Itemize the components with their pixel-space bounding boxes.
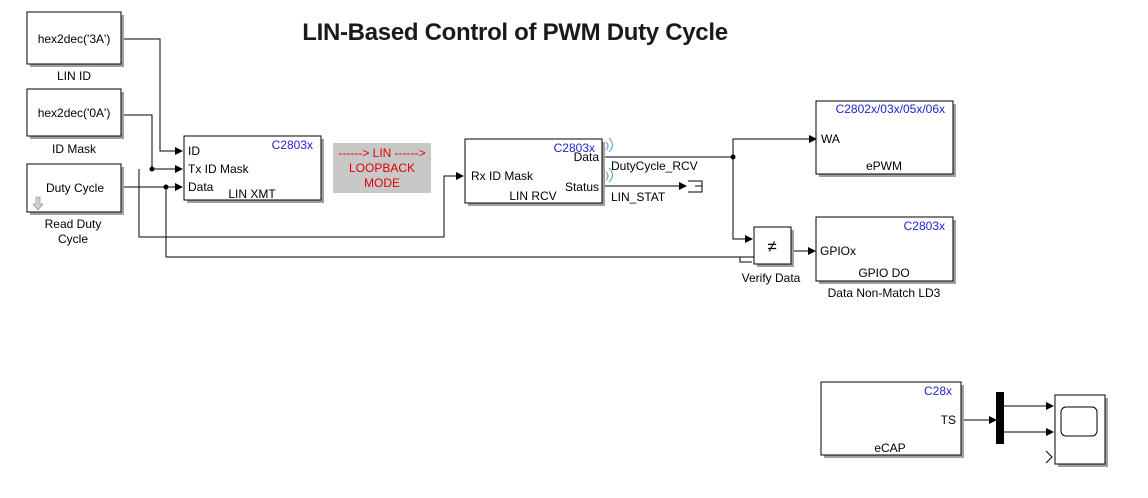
loopback-line-2: LOOPBACK [349, 161, 415, 175]
gpio-caption: Data Non-Match LD3 [828, 286, 941, 300]
lin-rcv-port-data: Data [574, 150, 600, 164]
lin-xmt-target: C2803x [272, 138, 313, 152]
lin-id-expr: hex2dec('3A') [38, 32, 111, 46]
duty-cycle-label-1: Read Duty [45, 217, 102, 231]
signal-lin-stat: LIN_STAT [611, 190, 666, 204]
id-mask-block[interactable]: hex2dec('0A') ID Mask [26, 88, 124, 156]
lin-xmt-port-id: ID [188, 144, 200, 158]
demux-block[interactable] [996, 392, 1004, 444]
duty-cycle-block[interactable]: Duty Cycle Read Duty Cycle [26, 163, 124, 246]
epwm-target: C2802x/03x/05x/06x [836, 102, 945, 116]
scope-screen-icon [1060, 406, 1098, 437]
verify-data-label: Verify Data [742, 271, 801, 285]
scope-block[interactable] [1045, 394, 1108, 467]
gpio-target: C2803x [904, 219, 945, 233]
duty-cycle-text: Duty Cycle [46, 181, 104, 195]
lin-rcv-port-status: Status [565, 180, 599, 194]
ecap-target: C28x [924, 384, 952, 398]
ecap-label: eCAP [874, 441, 905, 455]
loopback-note: ------> LIN ------> LOOPBACK MODE [333, 143, 431, 193]
gpio-port-gpiox: GPIOx [820, 244, 856, 258]
not-equal-icon: ≠ [767, 237, 776, 256]
down-arrow-icon [32, 196, 44, 211]
epwm-label: ePWM [866, 159, 902, 173]
epwm-port-wa: WA [821, 132, 840, 146]
ecap-block[interactable]: C28x TS eCAP [820, 381, 964, 458]
id-mask-expr: hex2dec('0A') [38, 106, 111, 120]
lin-rcv-block[interactable]: C2803x Rx ID Mask Data Status LIN RCV [464, 138, 605, 206]
duty-cycle-label-2: Cycle [58, 232, 88, 246]
lin-xmt-port-data: Data [188, 180, 214, 194]
epwm-block[interactable]: C2802x/03x/05x/06x WA ePWM [815, 100, 956, 177]
lin-rcv-target: C2803x [554, 141, 595, 155]
lin-xmt-label: LIN XMT [228, 187, 276, 201]
lin-rcv-label: LIN RCV [509, 189, 556, 203]
gpio-label: GPIO DO [858, 266, 909, 280]
lin-xmt-port-tx-mask: Tx ID Mask [188, 162, 250, 176]
scope-trigger-icon [1045, 450, 1053, 464]
loopback-line-1: ------> LIN ------> [338, 146, 425, 160]
lin-xmt-block[interactable]: C2803x ID Tx ID Mask Data LIN XMT [183, 135, 324, 203]
model-title: LIN-Based Control of PWM Duty Cycle [302, 19, 728, 46]
lin-id-block[interactable]: hex2dec('3A') LIN ID [26, 11, 124, 83]
lin-id-label: LIN ID [57, 69, 91, 83]
verify-data-block[interactable]: ≠ Verify Data [742, 226, 801, 285]
signal-dutycycle-rcv: DutyCycle_RCV [611, 159, 698, 173]
ecap-port-ts: TS [941, 413, 956, 427]
gpio-do-block[interactable]: C2803x GPIOx GPIO DO Data Non-Match LD3 [815, 216, 956, 300]
terminator-block[interactable] [688, 180, 703, 193]
loopback-line-3: MODE [364, 176, 400, 190]
signal-logging-icon [605, 137, 614, 183]
lin-rcv-port-rx-mask: Rx ID Mask [471, 169, 534, 183]
id-mask-label: ID Mask [52, 142, 97, 156]
